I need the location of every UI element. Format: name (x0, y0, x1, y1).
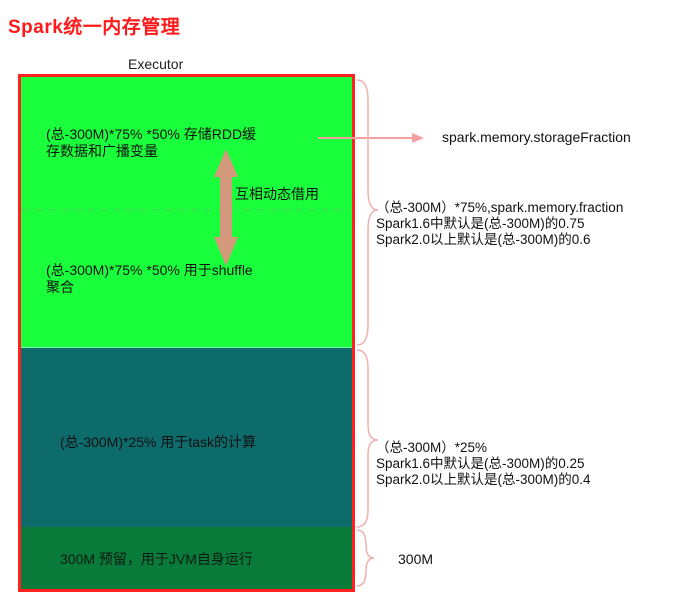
task-annotation-line2: Spark1.6中默认是(总-300M)的0.25 (376, 456, 585, 471)
reserved-memory-brace (356, 529, 375, 587)
executor-label: Executor (128, 56, 184, 72)
storage-fraction-pointer-arrow (318, 133, 424, 143)
task-memory-annotation: （总-300M）*25% Spark1.6中默认是(总-300M)的0.25 S… (376, 440, 591, 488)
storage-fraction-label: spark.memory.storageFraction (442, 129, 631, 145)
unified-annotation-line3: Spark2.0以上默认是(总-300M)的0.6 (376, 232, 591, 247)
storage-memory-line1: (总-300M)*75% *50% 存储RDD缓 (46, 126, 257, 142)
unified-memory-annotation: （总-300M）*75%,spark.memory.fraction Spark… (376, 200, 623, 248)
task-annotation-line3: Spark2.0以上默认是(总-300M)的0.4 (376, 472, 591, 487)
unified-memory-brace (356, 79, 379, 346)
task-memory-region (21, 347, 352, 527)
unified-memory-region (21, 77, 352, 347)
reserved-memory-region (21, 527, 352, 589)
shuffle-memory-line1: (总-300M)*75% *50% 用于shuffle (46, 262, 253, 278)
task-memory-text: (总-300M)*25% 用于task的计算 (60, 434, 257, 450)
task-annotation-line1: （总-300M）*25% (376, 440, 488, 455)
storage-memory-line2: 存数据和广播变量 (46, 143, 158, 159)
dynamic-borrow-arrow (214, 149, 238, 266)
storage-memory-text: (总-300M)*75% *50% 存储RDD缓 存数据和广播变量 (46, 126, 316, 160)
unified-annotation-line2: Spark1.6中默认是(总-300M)的0.75 (376, 216, 585, 231)
page-title: Spark统一内存管理 (8, 17, 181, 38)
dynamic-borrow-label: 互相动态借用 (235, 186, 319, 202)
unified-annotation-line1: （总-300M）*75%,spark.memory.fraction (376, 200, 624, 215)
executor-box (18, 74, 355, 592)
shuffle-memory-line2: 聚合 (46, 279, 74, 295)
task-memory-brace (356, 349, 379, 528)
reserved-memory-annotation: 300M (398, 551, 434, 567)
shuffle-memory-text: (总-300M)*75% *50% 用于shuffle 聚合 (46, 262, 316, 296)
reserved-memory-text: 300M 预留，用于JVM自身运行 (60, 551, 253, 567)
